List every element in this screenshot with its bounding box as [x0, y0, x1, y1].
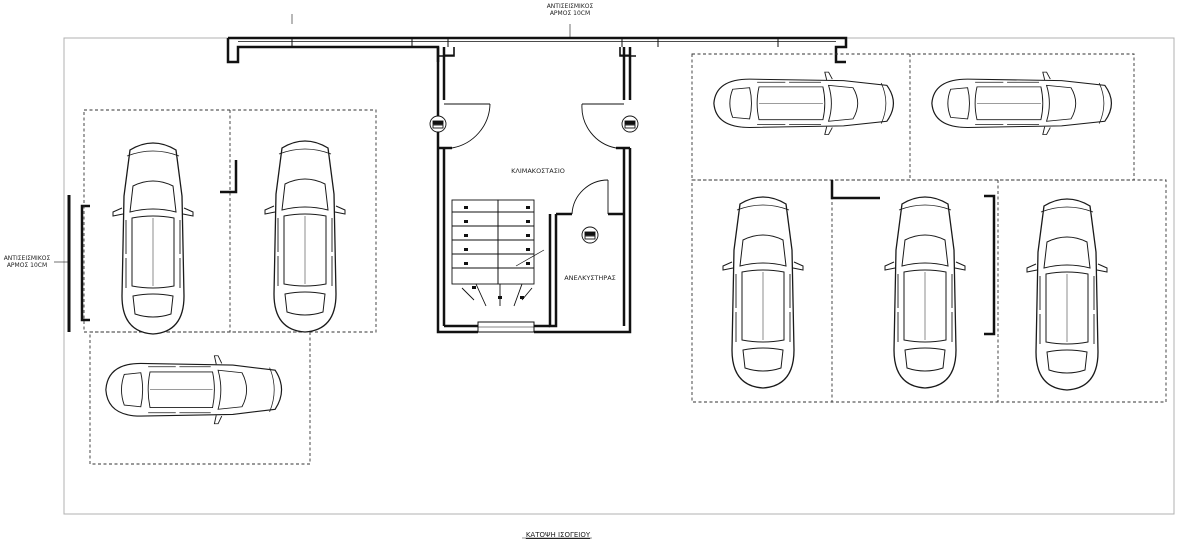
right-parking-grid: [691, 53, 1167, 403]
seismic-joint-top-line1: ΑΝΤΙΣΕΙΣΜΙΚΟΣ: [546, 3, 594, 10]
seismic-joint-left-label: ΑΝΤΙΣΕΙΣΜΙΚΟΣ ΑΡΜΟΣ 10CM: [0, 255, 54, 269]
seismic-joint-left-line1: ΑΝΤΙΣΕΙΣΜΙΚΟΣ: [3, 255, 51, 262]
left-seismic-wall: [54, 195, 90, 332]
seismic-joint-left-line2: ΑΡΜΟΣ 10CM: [6, 262, 48, 269]
plan-title: ΚΑΤΟΨΗ ΙΣΟΓΕΙΟΥ: [525, 531, 591, 539]
stair-flights: [451, 199, 545, 307]
car-p5: [932, 72, 1112, 134]
elevator-label: ΑΝΕΛΚΥΣΤΗΡΑΣ: [564, 274, 616, 282]
seismic-joint-top-label: ΑΝΤΙΣΕΙΣΜΙΚΟΣ ΑΡΜΟΣ 10CM: [535, 3, 605, 17]
top-seismic-wall: [226, 14, 848, 100]
light-fixtures: [429, 115, 639, 244]
left-parking-grid: [83, 109, 377, 465]
doors: [444, 103, 624, 215]
stairwell-label: ΚΛΙΜΑΚΟΣΤΑΣΙΟ: [511, 167, 565, 175]
car-p2: [264, 140, 346, 333]
car-p1: [112, 142, 194, 335]
car-p6: [722, 196, 804, 389]
stairwell-structure: [436, 100, 632, 334]
car-p8: [1026, 198, 1108, 391]
car-p3: [106, 356, 282, 424]
car-p7: [884, 196, 966, 389]
seismic-joint-top-line2: ΑΡΜΟΣ 10CM: [549, 10, 591, 17]
car-p4: [714, 72, 894, 134]
